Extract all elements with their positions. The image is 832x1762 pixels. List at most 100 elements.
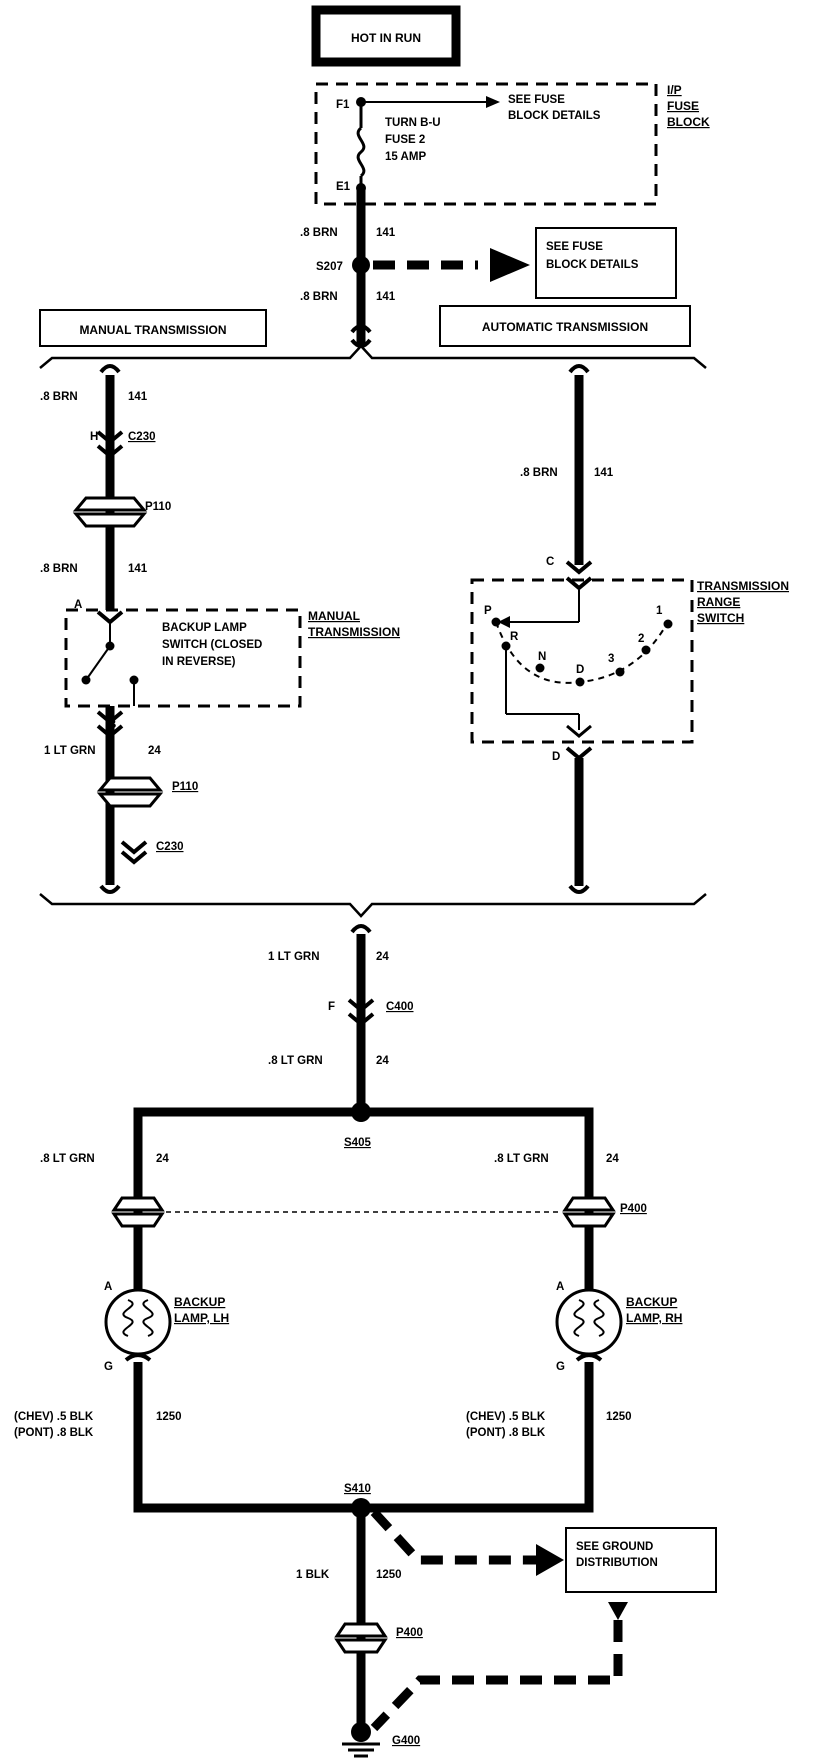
transmission-range-switch-ref: TRANSMISSION RANGE SWITCH xyxy=(697,579,789,625)
ground-distribution-box: SEE GROUND DISTRIBUTION xyxy=(565,1527,717,1593)
circuit-label: 141 xyxy=(376,227,396,239)
svg-text:P: P xyxy=(484,605,492,617)
svg-text:2: 2 xyxy=(638,633,644,645)
svg-text:BLOCK DETAILS: BLOCK DETAILS xyxy=(546,259,639,271)
backup-lamp-lh-label: BACKUP LAMP, LH xyxy=(174,1295,229,1325)
svg-text:G: G xyxy=(556,1361,565,1373)
svg-text:C: C xyxy=(546,556,554,568)
backup-lamp-lh-icon xyxy=(104,1288,172,1356)
svg-text:N: N xyxy=(538,651,546,663)
svg-text:3: 3 xyxy=(608,653,614,665)
connector-c400 xyxy=(347,998,375,1027)
svg-text:HOT IN RUN: HOT IN RUN xyxy=(351,31,421,45)
svg-text:B: B xyxy=(108,719,116,731)
svg-text:141: 141 xyxy=(594,467,614,479)
arrow-icon xyxy=(490,248,530,282)
svg-text:BLOCK DETAILS: BLOCK DETAILS xyxy=(508,110,601,122)
svg-text:FUSE 2: FUSE 2 xyxy=(385,134,425,146)
svg-text:H: H xyxy=(90,431,98,443)
svg-text:141: 141 xyxy=(376,291,396,303)
svg-text:C230: C230 xyxy=(128,431,156,443)
backup-lamp-switch-label: BACKUP LAMP SWITCH (CLOSED IN REVERSE) xyxy=(162,622,262,668)
svg-text:MANUAL: MANUAL xyxy=(308,609,360,623)
svg-text:24: 24 xyxy=(376,951,389,963)
arrow-icon xyxy=(536,1544,564,1576)
svg-text:.8 LT GRN: .8 LT GRN xyxy=(268,1055,323,1067)
svg-text:TRANSMISSION: TRANSMISSION xyxy=(697,579,789,593)
arrow-icon xyxy=(486,96,500,108)
svg-text:S405: S405 xyxy=(344,1137,371,1149)
svg-text:P110: P110 xyxy=(172,781,198,793)
arrow-icon xyxy=(608,1602,628,1620)
svg-text:TRANSMISSION: TRANSMISSION xyxy=(308,625,400,639)
svg-text:I/P: I/P xyxy=(667,83,682,97)
svg-text:A: A xyxy=(74,599,82,611)
svg-text:P400: P400 xyxy=(620,1203,647,1215)
svg-text:(CHEV) .5 BLK: (CHEV) .5 BLK xyxy=(466,1411,546,1423)
svg-text:BACKUP LAMP: BACKUP LAMP xyxy=(162,622,247,634)
svg-text:S207: S207 xyxy=(316,261,343,273)
svg-text:F: F xyxy=(328,1001,335,1013)
svg-text:LAMP, RH: LAMP, RH xyxy=(626,1311,682,1325)
svg-text:TURN B-U: TURN B-U xyxy=(385,117,441,129)
svg-text:1250: 1250 xyxy=(156,1411,182,1423)
svg-text:BACKUP: BACKUP xyxy=(626,1295,677,1309)
svg-text:(PONT) .8 BLK: (PONT) .8 BLK xyxy=(466,1427,546,1439)
svg-text:SWITCH (CLOSED: SWITCH (CLOSED xyxy=(162,639,262,651)
splice-s207 xyxy=(352,256,370,274)
svg-text:1 LT GRN: 1 LT GRN xyxy=(44,745,96,757)
svg-text:.8 BRN: .8 BRN xyxy=(300,291,338,303)
svg-text:IN REVERSE): IN REVERSE) xyxy=(162,656,236,668)
svg-text:24: 24 xyxy=(606,1153,619,1165)
ground-icon xyxy=(342,1742,380,1758)
svg-text:RANGE: RANGE xyxy=(697,595,740,609)
connector-p110-b xyxy=(96,776,164,808)
switch-blade xyxy=(85,645,111,681)
svg-text:BACKUP: BACKUP xyxy=(174,1295,225,1309)
svg-text:1 LT GRN: 1 LT GRN xyxy=(268,951,320,963)
svg-text:1250: 1250 xyxy=(376,1569,402,1581)
svg-text:G: G xyxy=(104,1361,113,1373)
connector-p400-lh xyxy=(111,1196,165,1228)
svg-text:15 AMP: 15 AMP xyxy=(385,151,426,163)
connector-c230 xyxy=(96,430,124,459)
svg-text:D: D xyxy=(576,664,584,676)
svg-text:24: 24 xyxy=(148,745,161,757)
svg-text:P400: P400 xyxy=(396,1627,423,1639)
terminal-f1: F1 xyxy=(336,99,350,111)
manual-transmission-header: MANUAL TRANSMISSION xyxy=(79,323,226,337)
connector-p400-ground xyxy=(334,1622,388,1654)
wire-label: .8 BRN xyxy=(300,227,338,239)
svg-text:FUSE: FUSE xyxy=(667,99,699,113)
svg-text:SEE FUSE: SEE FUSE xyxy=(546,241,603,253)
svg-text:(PONT) .8 BLK: (PONT) .8 BLK xyxy=(14,1427,94,1439)
see-fuse-note: SEE FUSE BLOCK DETAILS xyxy=(508,94,601,122)
svg-text:141: 141 xyxy=(128,391,148,403)
svg-text:1 BLK: 1 BLK xyxy=(296,1569,330,1581)
splice-s405 xyxy=(351,1102,371,1122)
connector-p400-rh xyxy=(562,1196,616,1228)
arrow-icon xyxy=(498,616,510,628)
backup-lamp-switch-box xyxy=(64,608,302,708)
svg-text:SWITCH: SWITCH xyxy=(697,611,744,625)
svg-text:.8 LT GRN: .8 LT GRN xyxy=(40,1153,95,1165)
svg-text:(CHEV) .5 BLK: (CHEV) .5 BLK xyxy=(14,1411,94,1423)
svg-text:1250: 1250 xyxy=(606,1411,632,1423)
fuse-name: TURN B-U FUSE 2 15 AMP xyxy=(385,117,441,163)
divider-lower xyxy=(39,893,707,918)
svg-text:141: 141 xyxy=(128,563,148,575)
svg-text:P110: P110 xyxy=(145,501,171,513)
svg-text:.8 BRN: .8 BRN xyxy=(40,563,78,575)
svg-text:24: 24 xyxy=(376,1055,389,1067)
terminal-e1: E1 xyxy=(336,181,351,193)
svg-text:BLOCK: BLOCK xyxy=(667,115,710,129)
svg-text:C400: C400 xyxy=(386,1001,414,1013)
svg-text:J: J xyxy=(108,841,114,853)
backup-lamp-rh-icon xyxy=(555,1288,623,1356)
fuse-block-ref: I/P FUSE BLOCK xyxy=(667,83,710,129)
svg-text:LAMP, LH: LAMP, LH xyxy=(174,1311,229,1325)
manual-transmission-ref: MANUAL TRANSMISSION xyxy=(308,609,400,639)
svg-text:SEE GROUND: SEE GROUND xyxy=(576,1541,653,1553)
svg-text:24: 24 xyxy=(156,1153,169,1165)
svg-text:R: R xyxy=(510,631,519,643)
